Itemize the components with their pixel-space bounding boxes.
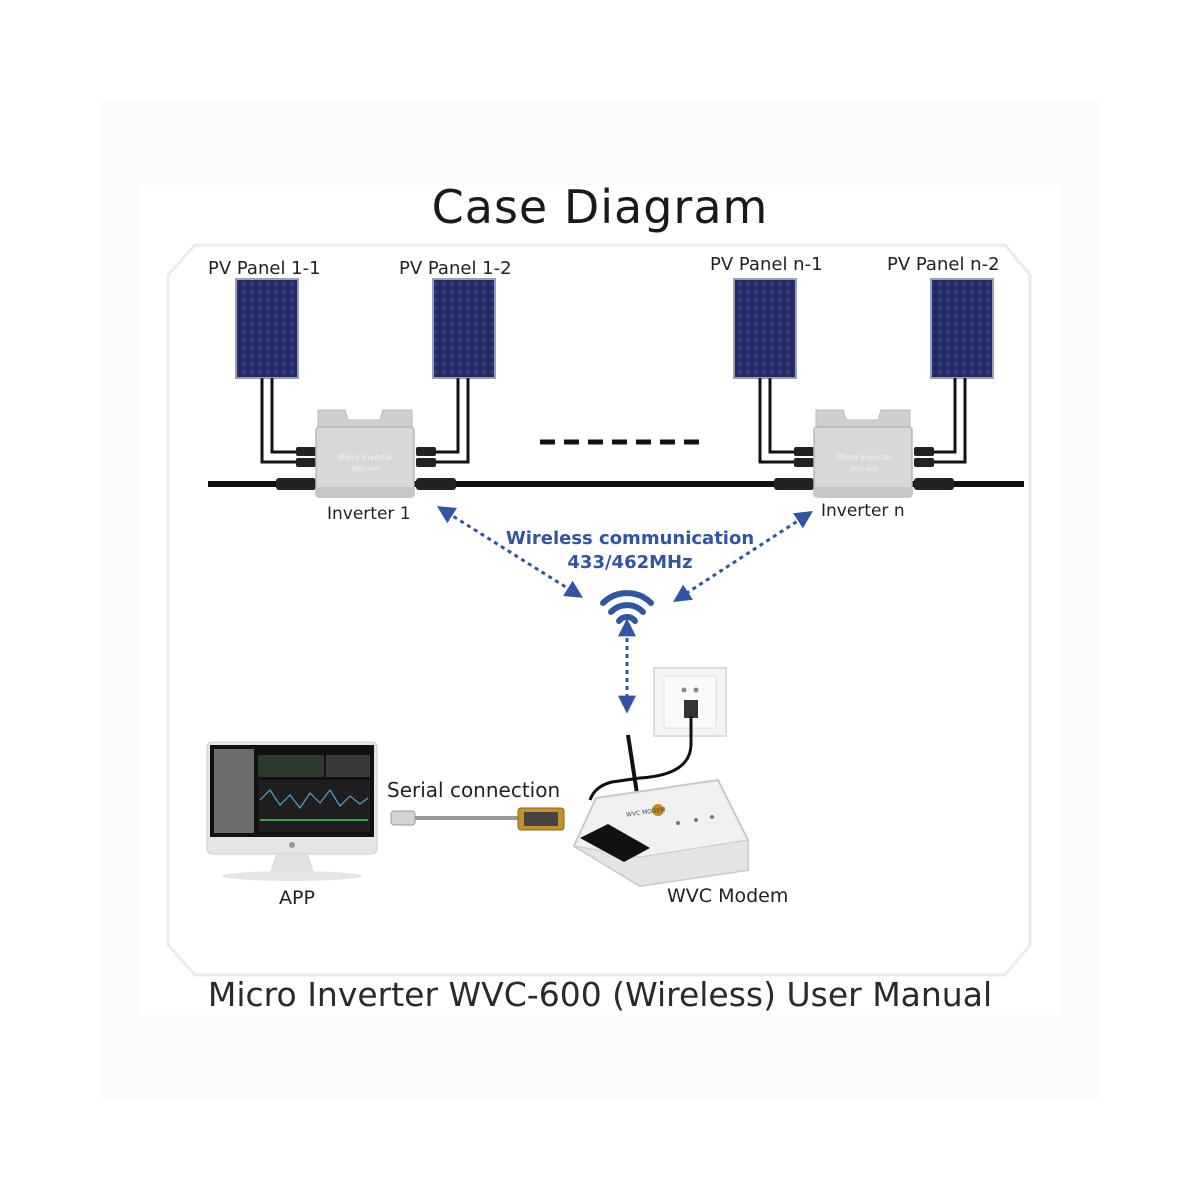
modem-power-cable <box>588 716 693 801</box>
label-pv-panel-1-2: PV Panel 1-2 <box>399 258 512 279</box>
pv-panel-1-2 <box>432 278 496 379</box>
inverter-n-face-model: Micro Inverter <box>836 453 892 462</box>
diagram-title: Case Diagram <box>431 180 769 234</box>
label-pv-panel-n-1: PV Panel n-1 <box>710 254 823 275</box>
label-serial-connection: Serial connection <box>387 778 561 802</box>
pv-panel-1-1 <box>235 278 299 379</box>
wireless-label: Wireless communication 433/462MHz <box>480 527 780 575</box>
inverter-1-face-code: WVC-600 <box>352 466 380 473</box>
footer-caption: Micro Inverter WVC-600 (Wireless) User M… <box>207 975 993 1014</box>
pv-panel-n-2 <box>930 278 994 379</box>
inverter-1-device <box>315 409 415 498</box>
wifi-icon <box>600 590 654 624</box>
ac-bus-line <box>208 481 1024 487</box>
label-inverter-1: Inverter 1 <box>327 504 411 524</box>
card-frame <box>166 243 1032 977</box>
wireless-arrows <box>436 506 814 714</box>
wireless-frequency: 433/462MHz <box>567 552 693 573</box>
label-pv-panel-1-1: PV Panel 1-1 <box>208 258 321 279</box>
label-pv-panel-n-2: PV Panel n-2 <box>887 254 1000 275</box>
connectors-1 <box>276 447 456 490</box>
label-app: APP <box>279 887 315 909</box>
inverter-1-face-model: Micro Inverter <box>338 453 394 462</box>
serial-cable <box>390 807 565 831</box>
pv-panel-n-1 <box>733 278 797 379</box>
inverter-n-face-code: WVC-600 <box>850 466 878 473</box>
wvc-modem-device <box>572 734 749 888</box>
connectors-n <box>774 447 954 490</box>
computer-monitor-icon <box>206 741 378 881</box>
wireless-line-1: Wireless communication <box>505 528 755 549</box>
inverter-n-device <box>813 409 913 498</box>
label-inverter-n: Inverter n <box>821 501 905 521</box>
label-wvc-modem: WVC Modem <box>667 885 789 907</box>
